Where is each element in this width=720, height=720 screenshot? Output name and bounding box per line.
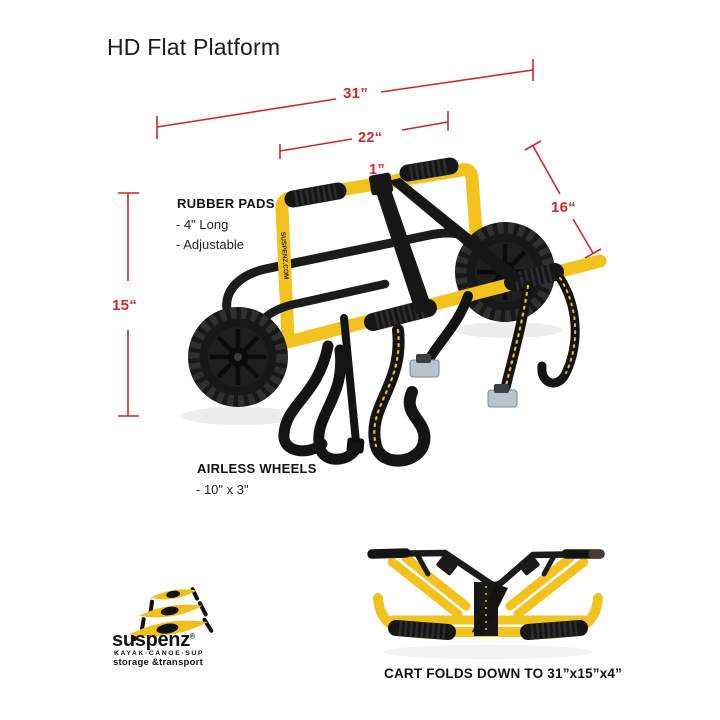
coil-spring: [388, 620, 588, 640]
airless-wheels-item: - 10" x 3": [196, 482, 249, 497]
dimension-label-depth: 16“: [551, 199, 577, 216]
center-strap: [368, 172, 522, 314]
dimension-label-height: 15“: [112, 297, 138, 314]
cam-buckle: [409, 354, 518, 408]
page-title: HD Flat Platform: [107, 34, 281, 60]
brand-tagline-top: KAYAK·CANOE·SUP: [114, 650, 204, 657]
kickstand-leg: [340, 314, 365, 454]
airless-wheel-left: [188, 307, 288, 407]
rubber-pad: [284, 157, 459, 208]
rubber-pads-item: - Adjustable: [176, 237, 244, 252]
tube-branding-text: SUSPENZ.COM: [279, 232, 289, 280]
brand-name-text: suspenz: [112, 629, 190, 651]
rubber-pads-heading: RUBBER PADS: [177, 196, 275, 211]
rubber-pads-item: - 4" Long: [176, 217, 229, 232]
folded-caption: CART FOLDS DOWN TO 31”x15”x4”: [384, 666, 623, 681]
folded-straps: [472, 582, 508, 636]
brand-name: suspenz®: [112, 629, 195, 652]
dimension-label-inner-width: 22“: [358, 130, 383, 146]
suspenz-logo-icon: [128, 587, 214, 641]
cart-photo: SUSPENZ.COM: [182, 157, 607, 467]
dimension-label-overall-width: 31”: [343, 85, 369, 102]
registered-mark: ®: [189, 633, 195, 641]
folded-cart-photo: [367, 548, 605, 659]
brand-tagline-bottom: storage &transport: [113, 657, 203, 668]
airless-wheels-heading: AIRLESS WHEELS: [197, 461, 317, 476]
